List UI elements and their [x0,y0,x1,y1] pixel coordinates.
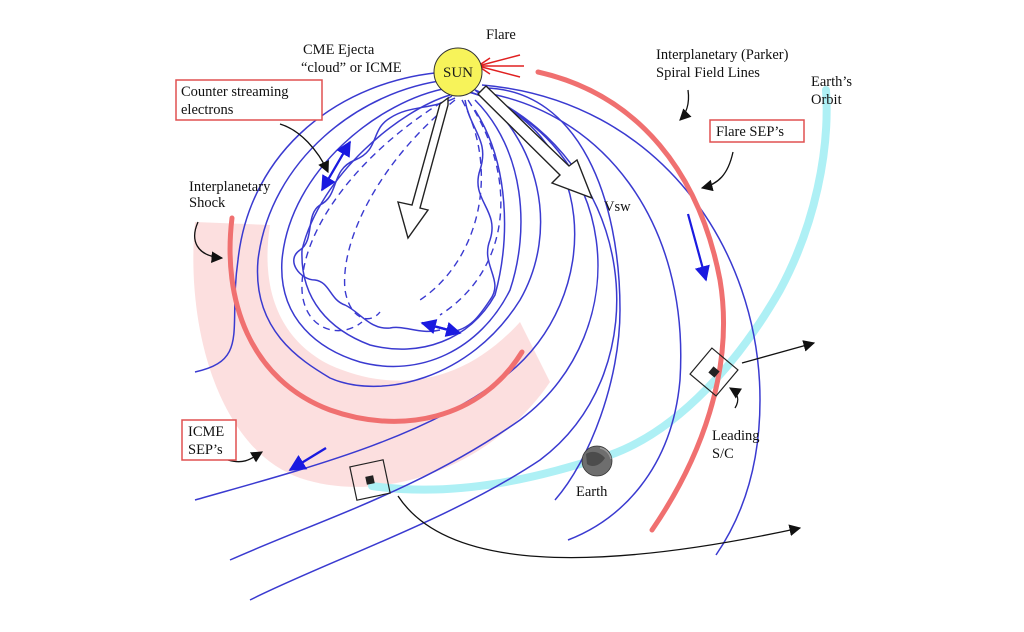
icme-label-line2: SEP’s [188,442,223,458]
leading-label-line1: Leading [712,428,760,444]
shock-region [193,222,550,487]
sun-label: SUN [443,65,473,81]
blue-flow-arrows [288,140,710,472]
flare-label: Flare [486,27,516,43]
cme-label-line1: CME Ejecta [303,42,375,58]
earth-label: Earth [576,484,608,500]
flare-seps-box [709,119,805,143]
shock-label-line1: Interplanetary [189,179,271,195]
parker-label-line1: Interplanetary (Parker) [656,47,789,63]
flare-arrows [476,54,524,78]
cme-dashed-loops [301,95,502,332]
counter-label-line1: Counter streaming [181,84,289,100]
icme-seps-box [181,419,237,461]
earth-icon [581,445,613,477]
flare-seps-label: Flare SEP’s [716,124,784,140]
sun-disk [433,47,483,97]
orbit-label-line2: Orbit [811,92,842,108]
leading-label-line2: S/C [712,446,734,462]
cme-label-line2: “cloud” or ICME [301,60,402,76]
parker-label-line2: Spiral Field Lines [656,65,760,81]
shock-front [227,215,525,424]
trajectory-arrows [194,89,816,559]
vsw-label: Vsw [604,199,631,215]
orbit-label-line1: Earth’s [811,74,852,90]
flare-sep-spiral [535,69,726,533]
solar-wind-arrows [397,85,594,240]
counter-streaming-box [175,79,323,121]
earths-orbit [368,86,831,494]
shock-label-line2: Shock [189,195,226,211]
icme-label-line1: ICME [188,424,224,440]
spacecraft-leading-icon [689,347,739,397]
parker-spiral-lines [479,84,761,556]
spacecraft-icme-icon [349,459,391,501]
counter-streaming-paths [293,97,496,333]
counter-label-line2: electrons [181,102,234,118]
